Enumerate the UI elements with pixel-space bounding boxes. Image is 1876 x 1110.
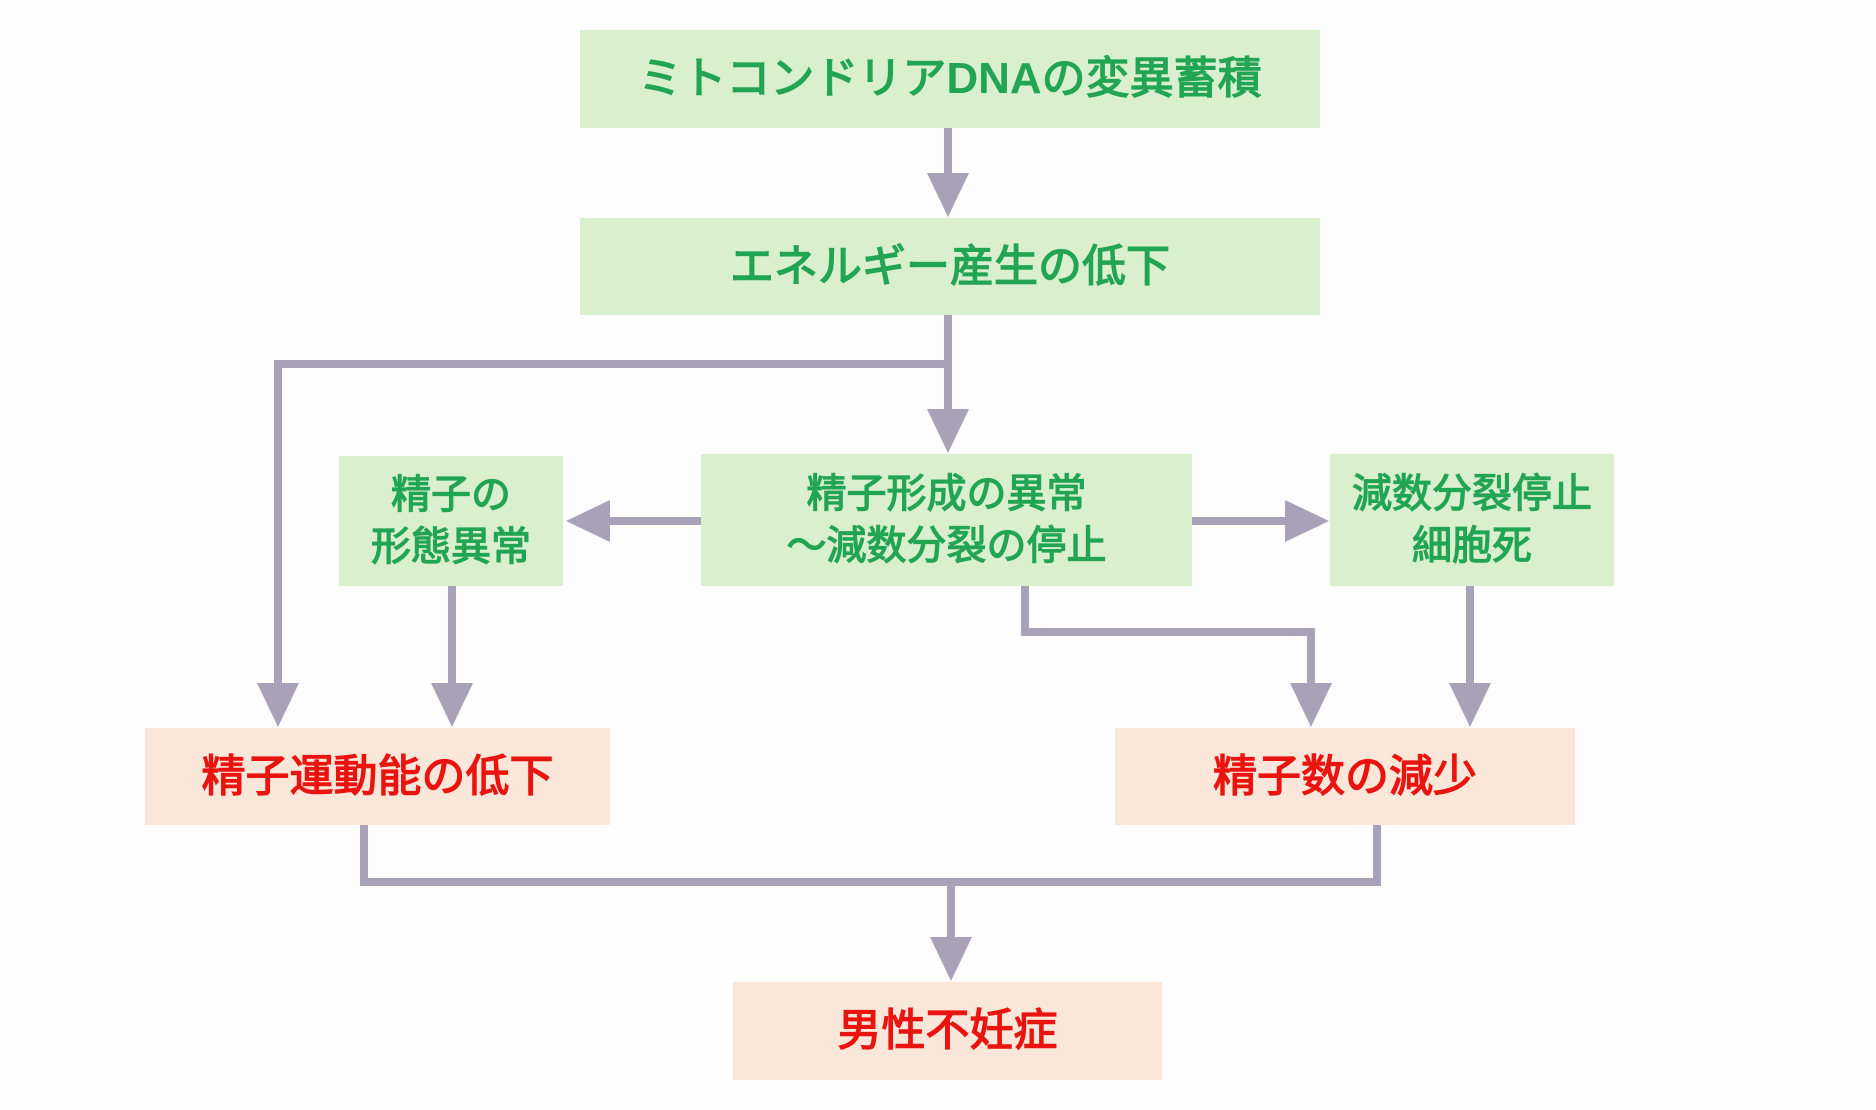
connector-mtdna-to-energy [927,128,969,217]
connector-meiosis-arrest-to-sperm-count [1449,586,1491,727]
connector-morphology-to-motility [431,586,473,727]
node-male-infertility: 男性不妊症 [733,982,1162,1080]
node-sperm-count-decrease: 精子数の減少 [1115,728,1575,825]
connector-spermatogenesis-to-morphology [566,500,701,542]
node-male-infertility-label: 男性不妊症 [837,1006,1058,1056]
node-energy-decline-label: エネルギー産生の低下 [730,241,1170,291]
node-spermatogenesis-abnormality-label: 精子形成の異常 ～減数分裂の停止 [786,472,1107,568]
connector-spermatogenesis-to-meiosis-arrest [1192,500,1329,542]
node-meiosis-arrest-cell-death-label: 減数分裂停止 細胞死 [1352,472,1592,568]
connector-energy-to-motility [257,360,948,727]
node-meiosis-arrest-cell-death: 減数分裂停止 細胞死 [1330,454,1614,586]
node-energy-decline: エネルギー産生の低下 [580,218,1320,315]
node-sperm-morphology-abnormality-label: 精子の 形態異常 [371,473,531,569]
node-mtdna-mutation-label: ミトコンドリアDNAの変異蓄積 [638,54,1262,104]
node-sperm-morphology-abnormality: 精子の 形態異常 [339,456,563,586]
node-sperm-motility-decline: 精子運動能の低下 [145,728,610,825]
connector-spermatogenesis-to-sperm-count [1021,586,1332,727]
node-sperm-motility-decline-label: 精子運動能の低下 [201,751,554,801]
connector-energy-to-spermatogenesis [927,315,969,453]
connector-merge-to-infertility [360,825,1381,981]
node-mtdna-mutation: ミトコンドリアDNAの変異蓄積 [580,30,1320,128]
node-sperm-count-decrease-label: 精子数の減少 [1213,751,1477,801]
node-spermatogenesis-abnormality: 精子形成の異常 ～減数分裂の停止 [701,454,1192,586]
